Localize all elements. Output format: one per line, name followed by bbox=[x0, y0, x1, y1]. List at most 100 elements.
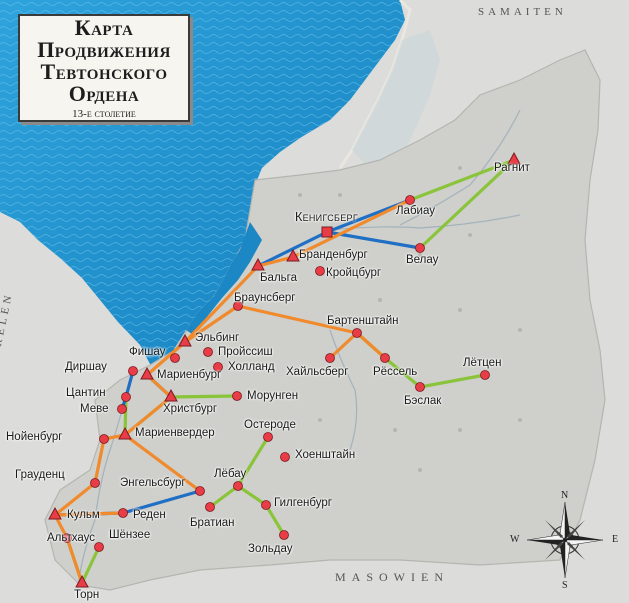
marker-mohrungen[interactable] bbox=[232, 391, 242, 401]
route-green-7 bbox=[208, 484, 240, 509]
compass-east-label: E bbox=[612, 534, 619, 545]
city-label-dirschau: Диршау bbox=[65, 361, 107, 373]
city-label-gilgenburg: Гилгенбург bbox=[274, 497, 332, 509]
route-orange-2 bbox=[183, 304, 240, 344]
compass-rose bbox=[526, 501, 604, 579]
marker-marienburg[interactable] bbox=[140, 366, 154, 380]
city-label-engelsburg: Энгельсбург bbox=[120, 477, 186, 489]
marker-fischau[interactable] bbox=[170, 353, 180, 363]
marker-reden[interactable] bbox=[118, 508, 128, 518]
city-label-holland: Холланд bbox=[228, 361, 275, 373]
city-label-ragnit: Рагнит bbox=[494, 162, 530, 174]
route-orange-5 bbox=[53, 511, 125, 517]
marker-loetzen[interactable] bbox=[480, 370, 490, 380]
route-green-4 bbox=[383, 356, 422, 389]
marker-soldau[interactable] bbox=[279, 530, 289, 540]
marker-roessel[interactable] bbox=[380, 353, 390, 363]
city-label-balga: Бальга bbox=[260, 272, 297, 284]
city-label-mohrungen: Морунген bbox=[247, 390, 299, 402]
compass-north-label: N bbox=[561, 490, 569, 501]
marker-bartenstein[interactable] bbox=[352, 328, 362, 338]
region-label-masowien: MASOWIEN bbox=[335, 570, 449, 584]
city-label-koenigsberg: Кенигсберг bbox=[295, 210, 359, 224]
city-label-althaus: Альтхаус bbox=[47, 532, 95, 544]
marker-christburg[interactable] bbox=[164, 388, 178, 402]
marker-althaus[interactable] bbox=[62, 533, 72, 543]
city-label-baeslak: Бэслак bbox=[404, 395, 442, 407]
city-label-zantin: Цантин bbox=[66, 387, 106, 399]
rivers bbox=[77, 109, 521, 591]
route-blue-0 bbox=[325, 230, 422, 250]
marker-baeslak[interactable] bbox=[415, 382, 425, 392]
marker-welau[interactable] bbox=[415, 243, 425, 253]
city-label-neuenburg: Нойенбург bbox=[6, 431, 63, 443]
city-label-elbing: Эльбинг bbox=[195, 332, 240, 344]
city-label-welau: Велау bbox=[406, 254, 439, 266]
city-label-roessel: Рёссель bbox=[373, 366, 418, 378]
marker-zantin[interactable] bbox=[121, 392, 131, 402]
title-line-4: Ордена bbox=[68, 80, 140, 106]
marker-graudenz[interactable] bbox=[90, 478, 100, 488]
marker-kreuzburg[interactable] bbox=[315, 266, 325, 276]
compass-south-label: S bbox=[562, 580, 568, 591]
city-label-heilsberg: Хайльсберг bbox=[286, 366, 349, 378]
marker-mewe[interactable] bbox=[117, 404, 127, 414]
city-label-brandenburg: Бранденбург bbox=[299, 249, 368, 261]
city-label-hohenstein: Хоенштайн bbox=[295, 449, 356, 461]
marker-osterode[interactable] bbox=[263, 432, 273, 442]
route-green-1 bbox=[418, 158, 516, 250]
city-label-preussisch: Пройссиш bbox=[218, 346, 273, 358]
route-green-0 bbox=[408, 158, 516, 202]
route-blue-2 bbox=[256, 230, 329, 268]
city-label-soldau: Зольдау bbox=[248, 543, 293, 555]
minor-places bbox=[228, 166, 522, 502]
marker-balga[interactable] bbox=[251, 257, 265, 271]
marker-labiau[interactable] bbox=[405, 195, 415, 205]
marker-schoensee[interactable] bbox=[94, 542, 104, 552]
marker-neuenburg[interactable] bbox=[99, 434, 109, 444]
route-orange-1 bbox=[236, 304, 359, 335]
marker-hohenstein[interactable] bbox=[280, 452, 290, 462]
title-line-1: Карта bbox=[74, 14, 134, 40]
marker-thorn[interactable] bbox=[75, 574, 89, 588]
title-line-2: Продвижения bbox=[37, 36, 171, 62]
route-green-3 bbox=[418, 373, 487, 389]
city-label-kreuzburg: Кройцбург bbox=[326, 267, 382, 279]
city-label-schoensee: Шёнзее bbox=[109, 529, 151, 541]
city-label-loetzen: Лётцен bbox=[463, 357, 502, 369]
city-label-kulm: Кульм bbox=[67, 509, 100, 521]
marker-braunsberg[interactable] bbox=[233, 301, 243, 311]
prussia-territory bbox=[44, 49, 606, 591]
marker-preussisch[interactable] bbox=[203, 347, 213, 357]
vistula-lagoon bbox=[186, 222, 262, 334]
marker-kulm[interactable] bbox=[48, 506, 62, 520]
map-title-box: Карта Продвижения Тевтонского Ордена 13-… bbox=[18, 14, 190, 122]
route-green-9 bbox=[80, 545, 101, 585]
route-blue-5 bbox=[121, 489, 202, 515]
city-label-thorn: Торн bbox=[74, 589, 100, 601]
marker-marienwerder[interactable] bbox=[118, 426, 132, 440]
city-label-marienburg: Мариенбург bbox=[157, 369, 222, 381]
city-label-fischau: Фишау bbox=[129, 346, 166, 358]
marker-engelsburg[interactable] bbox=[195, 486, 205, 496]
city-label-bartenstein: Бартенштайн bbox=[327, 315, 399, 327]
route-orange-4 bbox=[123, 433, 202, 493]
marker-dirschau[interactable] bbox=[128, 366, 138, 376]
curonian-lagoon bbox=[352, 30, 440, 180]
marker-bratian[interactable] bbox=[205, 502, 215, 512]
marker-brandenburg[interactable] bbox=[286, 248, 300, 262]
marker-ragnit[interactable] bbox=[507, 151, 521, 165]
route-green-5 bbox=[236, 435, 270, 488]
marker-gilgenburg[interactable] bbox=[261, 500, 271, 510]
title-subtitle: 13-е столетие bbox=[72, 107, 136, 120]
marker-koenigsberg[interactable] bbox=[321, 226, 333, 238]
marker-heilsberg[interactable] bbox=[325, 353, 335, 363]
city-label-osterode: Остероде bbox=[244, 419, 296, 431]
marker-holland[interactable] bbox=[213, 362, 223, 372]
marker-elbing[interactable] bbox=[178, 333, 192, 347]
city-label-marienwerder: Мариенвердер bbox=[135, 427, 215, 439]
marker-lebau[interactable] bbox=[233, 481, 243, 491]
city-label-reden: Реден bbox=[133, 509, 166, 521]
